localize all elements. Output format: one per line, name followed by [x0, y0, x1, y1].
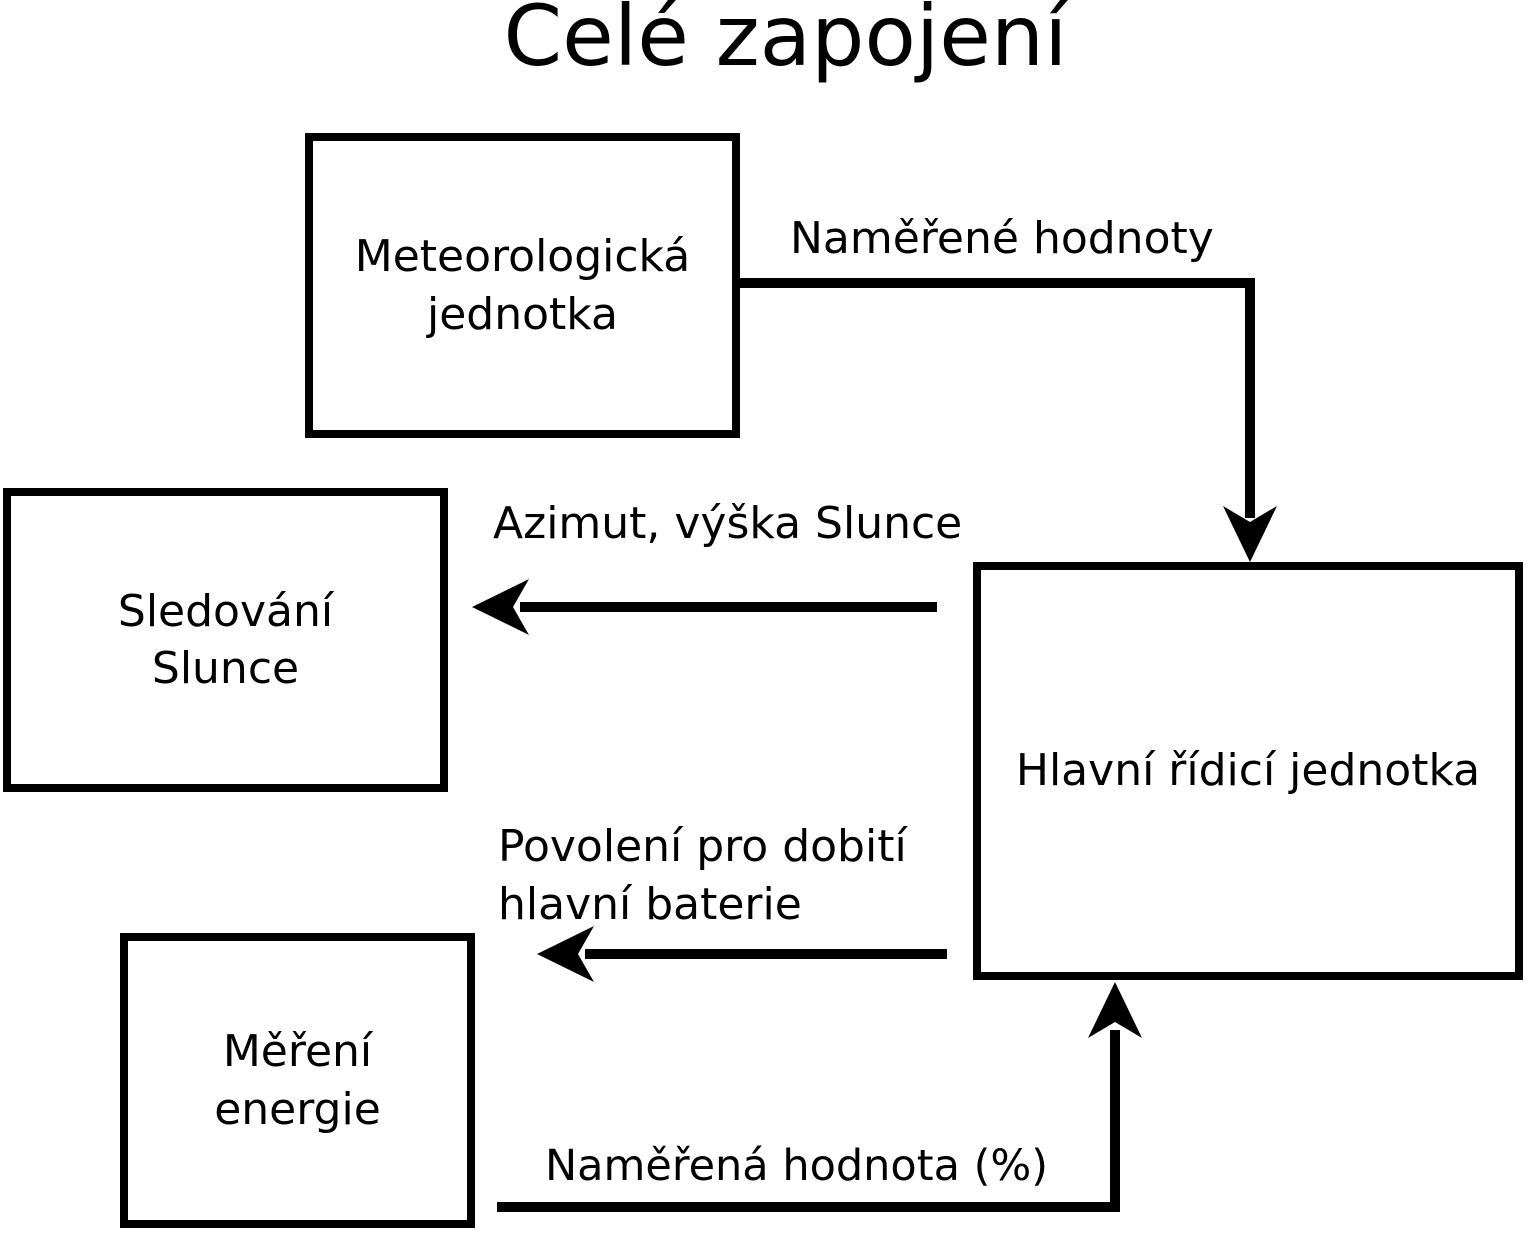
arrowhead-left-icon: [537, 926, 594, 982]
arrowhead-down-icon: [1223, 506, 1277, 562]
edge-label-measured-value-percent: Naměřená hodnota (%): [545, 1141, 1049, 1191]
arrow-azimuth-sun-height: [472, 579, 937, 635]
diagram-title: Celé zapojení: [503, 0, 1068, 85]
arrow-charge-permission: [537, 926, 947, 982]
node-label: Hlavní řídicí jednotka: [1015, 745, 1481, 797]
arrow-measured-values: [735, 278, 1277, 562]
edge-label-charge-permission: Povolení pro dobití hlavní baterie: [498, 821, 907, 931]
node-label: Měření energie: [214, 1026, 381, 1135]
arrowhead-up-icon: [1088, 982, 1142, 1038]
arrowhead-left-icon: [472, 579, 529, 635]
node-label: Meteorologická jednotka: [354, 231, 691, 340]
node-sun-tracking: Sledování Slunce: [3, 488, 448, 792]
edge-label-azimuth-sun-height: Azimut, výška Slunce: [493, 498, 963, 549]
node-energy-measurement: Měření energie: [120, 933, 475, 1228]
arrow-measured-value-percent: [497, 982, 1142, 1212]
edge-label-measured-values: Naměřené hodnoty: [790, 213, 1214, 264]
node-meteorological-unit: Meteorologická jednotka: [305, 133, 740, 438]
node-label: Sledování Slunce: [117, 585, 334, 694]
node-main-control-unit: Hlavní řídicí jednotka: [973, 562, 1523, 980]
